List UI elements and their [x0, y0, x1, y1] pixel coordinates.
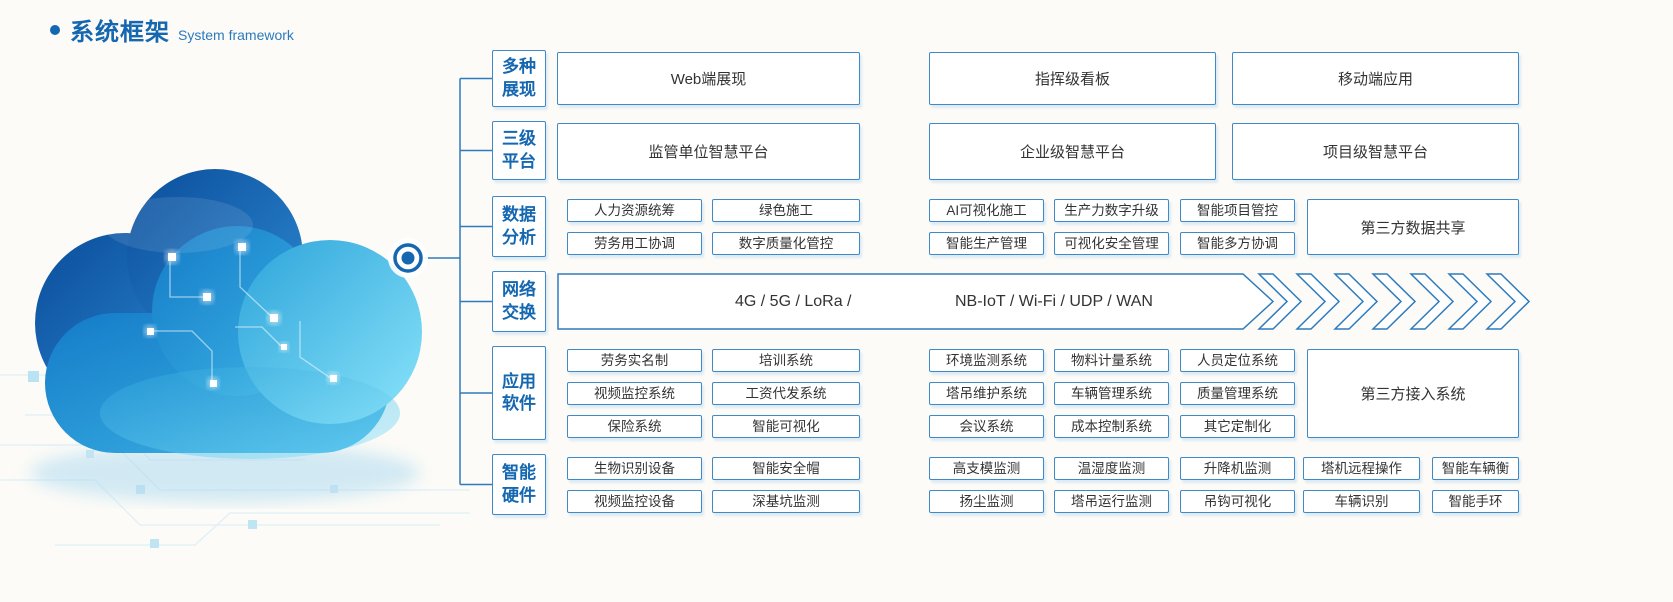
hardware-box: 扬尘监测	[929, 490, 1044, 513]
software-box: 视频监控系统	[567, 382, 702, 405]
category-display: 多种展现	[492, 50, 546, 107]
network-label-left: 4G / 5G / LoRa /	[735, 292, 852, 310]
display-box: 指挥级看板	[929, 52, 1216, 105]
software-box: 塔吊维护系统	[929, 382, 1044, 405]
software-box: 保险系统	[567, 415, 702, 438]
platform-box: 项目级智慧平台	[1232, 123, 1519, 180]
cloud-circuit-traces	[150, 249, 333, 385]
software-box: 质量管理系统	[1180, 382, 1295, 405]
category-network: 网络交换	[492, 271, 546, 332]
software-box: 智能可视化	[712, 415, 860, 438]
software-box: 物料计量系统	[1054, 349, 1169, 372]
data-box: 劳务用工协调	[567, 232, 702, 255]
bullet-dot-icon	[50, 24, 60, 35]
data-box: 人力资源统筹	[567, 199, 702, 222]
hardware-box: 智能安全帽	[712, 457, 860, 480]
hardware-box: 温湿度监测	[1054, 457, 1169, 480]
software-box: 工资代发系统	[712, 382, 860, 405]
hardware-box: 升降机监测	[1180, 457, 1295, 480]
hardware-box: 塔机远程操作	[1303, 457, 1420, 480]
display-box: 移动端应用	[1232, 52, 1519, 105]
hardware-box: 吊钩可视化	[1180, 490, 1295, 513]
software-box: 环境监测系统	[929, 349, 1044, 372]
data-box: 数字质量化管控	[712, 232, 860, 255]
platform-box: 监管单位智慧平台	[557, 123, 860, 180]
display-box: Web端展现	[557, 52, 860, 105]
third-party-data-box: 第三方数据共享	[1307, 199, 1519, 255]
title-zh: 系统框架	[70, 19, 170, 46]
data-box: 智能项目管控	[1180, 199, 1295, 222]
software-box: 会议系统	[929, 415, 1044, 438]
hardware-box: 智能车辆衡	[1432, 457, 1519, 480]
title-en: System framework	[178, 27, 294, 43]
platform-box: 企业级智慧平台	[929, 123, 1216, 180]
chevron-right-arrows-icon	[1257, 273, 1530, 330]
hardware-box: 智能手环	[1432, 490, 1519, 513]
software-box: 劳务实名制	[567, 349, 702, 372]
category-data-analysis: 数据分析	[492, 196, 546, 257]
hardware-box: 高支模监测	[929, 457, 1044, 480]
hub-dot-icon	[388, 238, 428, 278]
data-box: 绿色施工	[712, 199, 860, 222]
cloud-glow-dots	[144, 240, 339, 389]
software-box: 成本控制系统	[1054, 415, 1169, 438]
software-box: 培训系统	[712, 349, 860, 372]
data-box: 可视化安全管理	[1054, 232, 1169, 255]
data-box: AI可视化施工	[929, 199, 1044, 222]
hardware-box: 车辆识别	[1303, 490, 1420, 513]
network-label-right: NB-IoT / Wi-Fi / UDP / WAN	[955, 292, 1153, 310]
network-band-labels: 4G / 5G / LoRa / NB-IoT / Wi-Fi / UDP / …	[557, 273, 1257, 330]
page-title: 系统框架 System framework	[50, 12, 294, 47]
hardware-box: 视频监控设备	[567, 490, 702, 513]
software-box: 人员定位系统	[1180, 349, 1295, 372]
cloud-shadow	[30, 443, 420, 503]
category-software: 应用软件	[492, 346, 546, 440]
network-band	[557, 273, 1530, 330]
software-box: 车辆管理系统	[1054, 382, 1169, 405]
data-box: 智能生产管理	[929, 232, 1044, 255]
hardware-box: 塔吊运行监测	[1054, 490, 1169, 513]
data-box: 智能多方协调	[1180, 232, 1295, 255]
cloud-illustration	[0, 169, 470, 548]
category-hardware: 智能硬件	[492, 454, 546, 515]
software-box: 其它定制化	[1180, 415, 1295, 438]
hardware-box: 生物识别设备	[567, 457, 702, 480]
data-box: 生产力数字升级	[1054, 199, 1169, 222]
third-party-access-box: 第三方接入系统	[1307, 349, 1519, 438]
hardware-box: 深基坑监测	[712, 490, 860, 513]
category-platform: 三级平台	[492, 121, 546, 180]
